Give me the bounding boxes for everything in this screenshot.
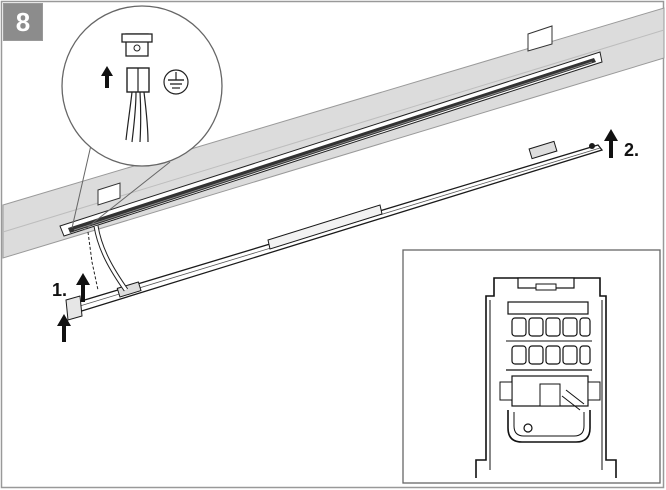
safety-wire	[87, 231, 99, 291]
cross-section-inset	[402, 249, 661, 484]
step-2-label: 2.	[624, 140, 640, 160]
ceiling-slot	[59, 25, 603, 237]
terminal-block-icon	[125, 67, 150, 143]
luminaire-body	[65, 140, 604, 321]
up-arrow-icon	[101, 66, 113, 88]
up-arrow-icon	[57, 314, 71, 342]
up-arrow-icon	[76, 273, 90, 302]
ground-symbol-icon	[163, 69, 189, 95]
step-number-badge: 8	[3, 3, 43, 41]
detail-callout	[61, 5, 223, 231]
up-arrow-icon	[604, 129, 618, 158]
step-1-label: 1.	[52, 280, 68, 300]
connector-clip-icon	[121, 33, 153, 57]
